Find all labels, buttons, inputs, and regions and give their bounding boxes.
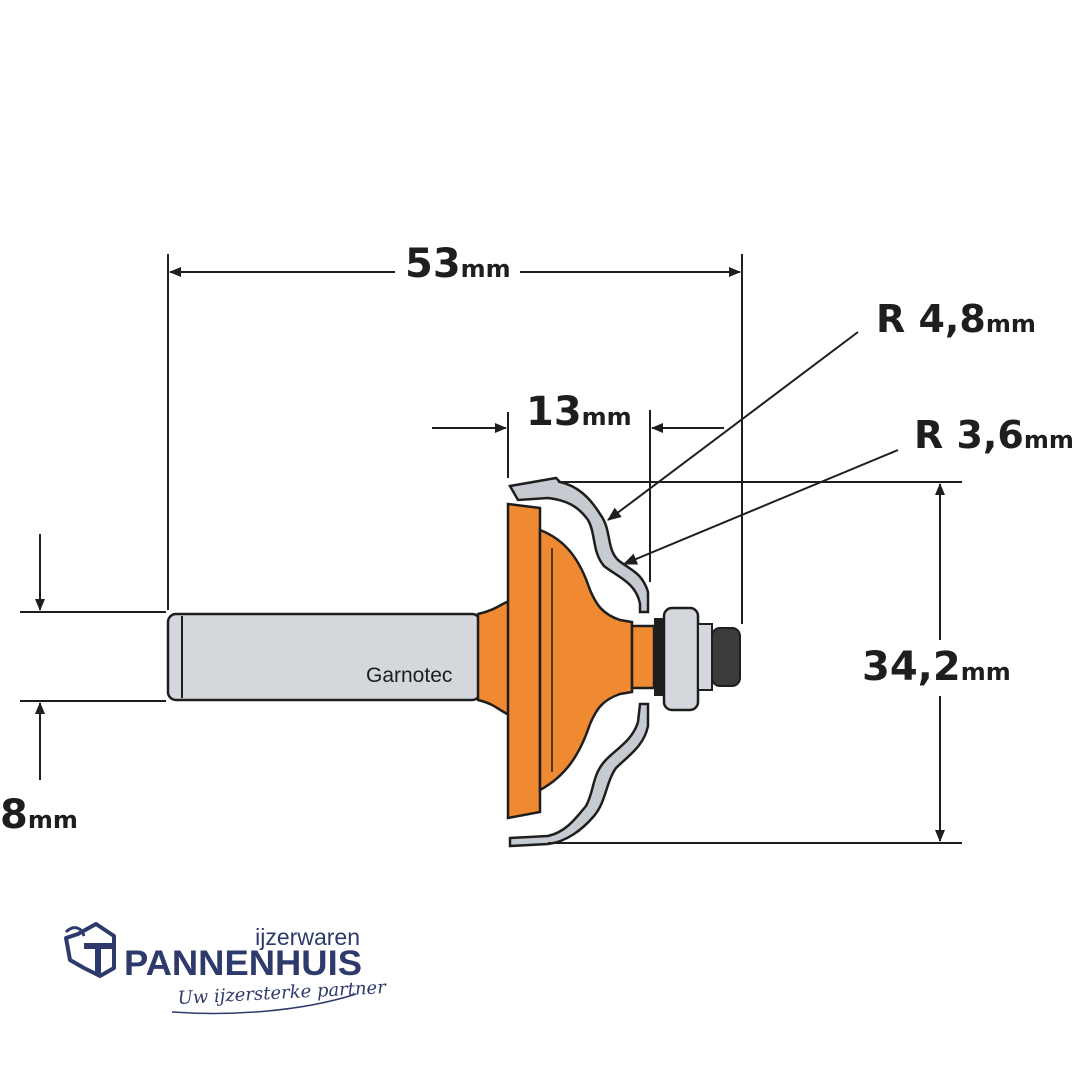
bearing — [654, 606, 741, 712]
dimension-cutting-height-label: 34,2mm — [862, 644, 1011, 690]
radius-2-label: R 3,6mm — [914, 413, 1074, 457]
dimension-cutting-height — [548, 481, 962, 844]
cutter-body — [476, 502, 656, 820]
logo-icon — [64, 922, 116, 978]
dimension-cutting-depth-label: 13mm — [526, 389, 632, 435]
dimension-shank-diameter — [20, 534, 166, 780]
profile-shape — [508, 476, 650, 848]
dimension-overall-length — [167, 254, 743, 624]
radius-1-label: R 4,8mm — [876, 297, 1036, 341]
dimension-shank-diameter-label: 8mm — [0, 792, 78, 838]
dimension-overall-length-label: 53mm — [405, 241, 511, 287]
pannenhuis-logo: ijzerwaren PANNENHUIS Uw ijzersterke par… — [64, 922, 388, 1015]
tool-marking: Garnotec — [366, 664, 452, 687]
radius-leaders — [607, 331, 899, 565]
shank — [166, 612, 482, 702]
logo-brand-name: PANNENHUIS — [124, 944, 362, 983]
logo-tagline: ijzerwaren — [255, 924, 360, 950]
